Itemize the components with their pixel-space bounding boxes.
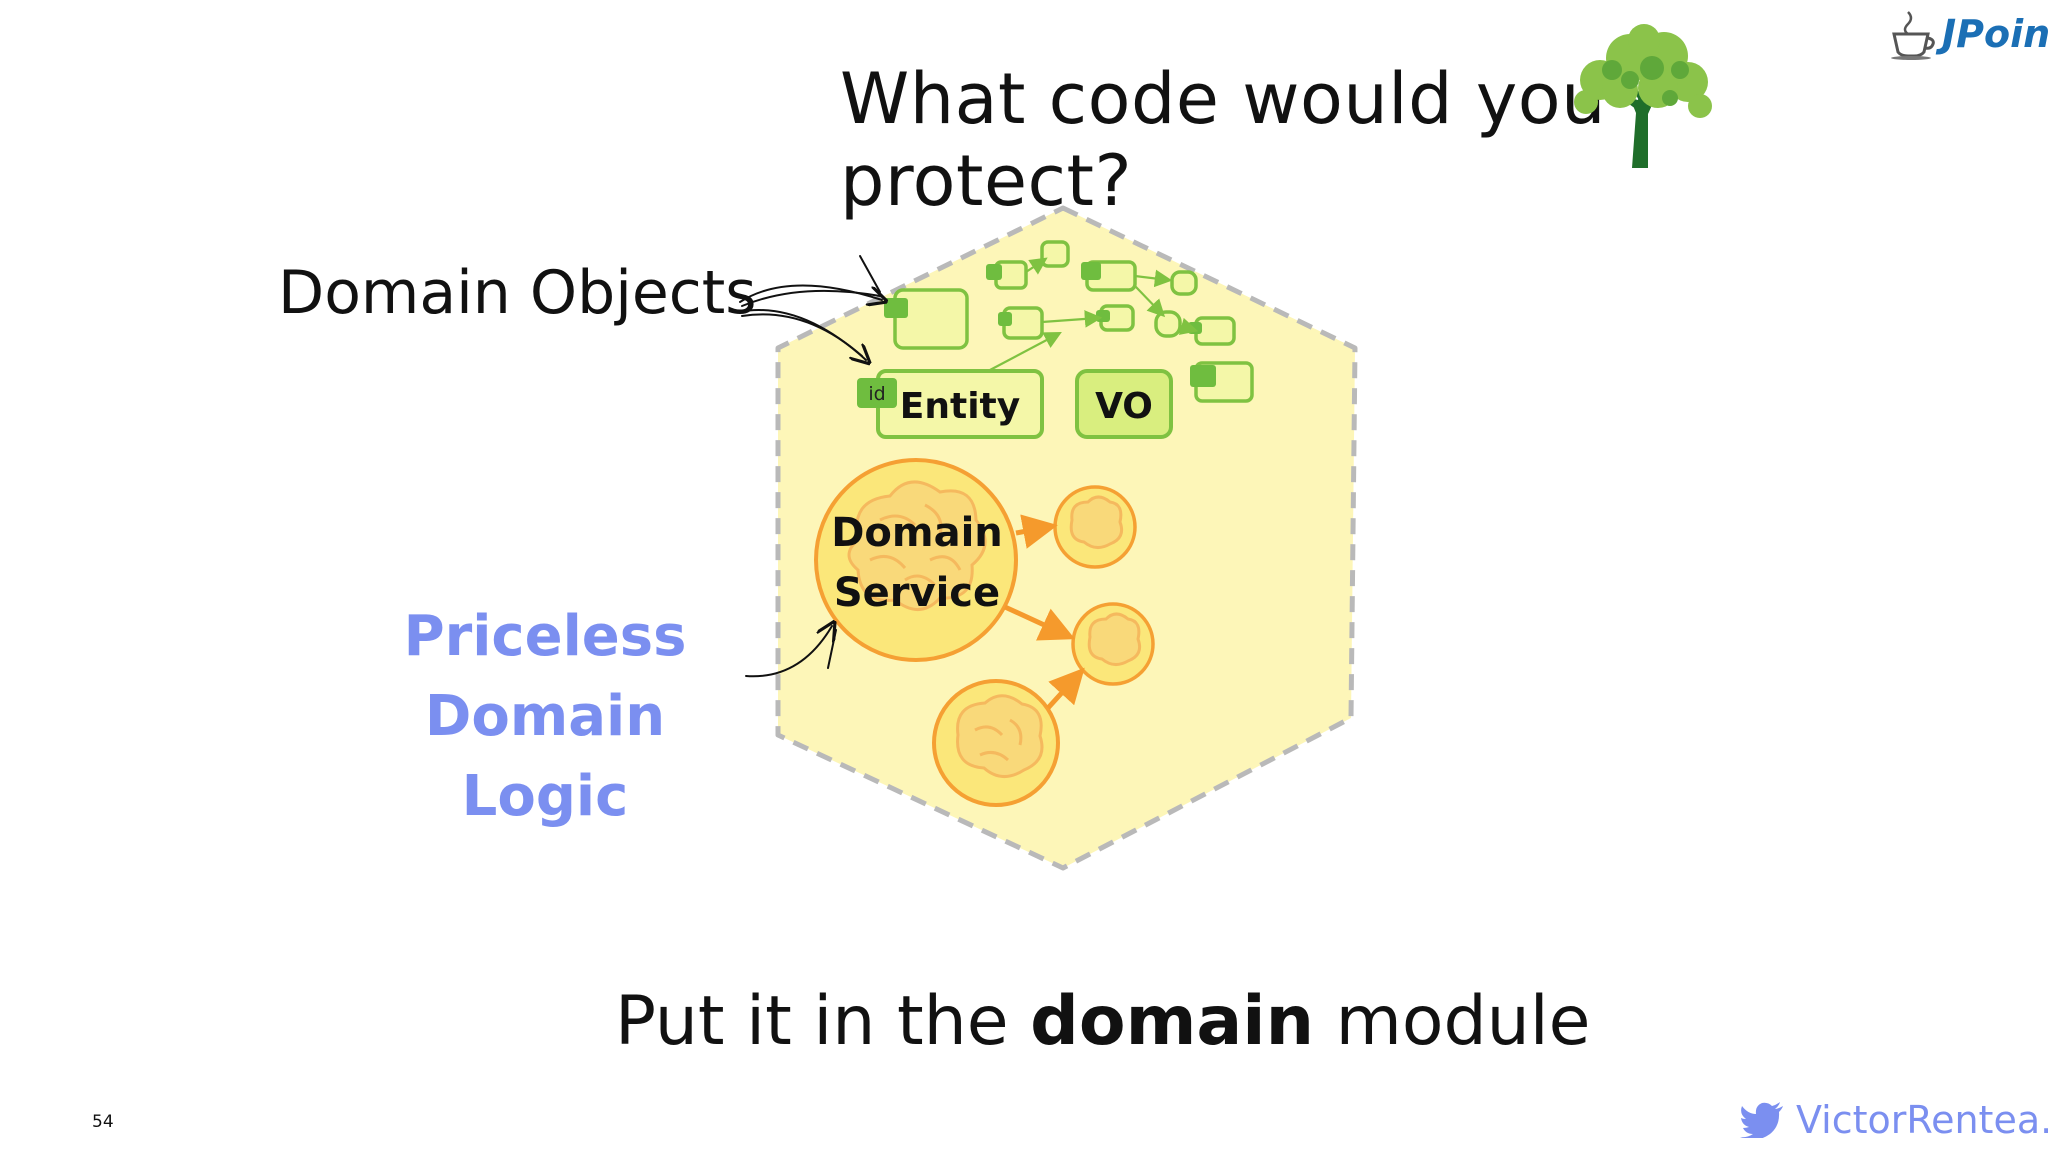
footer-handle[interactable]: VictorRentea.ro [1740,1098,2048,1142]
sketch-arrows [737,255,882,678]
entity-id-badge [857,378,897,408]
tree-icon [1574,24,1712,168]
service-label-line2: Service [834,570,1000,616]
priceless-line1: Priceless [403,604,687,669]
footer-handle-text[interactable]: VictorRentea.ro [1796,1098,2048,1142]
vo-label: VO [1095,386,1153,427]
slide-title: What code would you protect? [0,58,2048,222]
coffee-cup-icon [1891,11,1935,60]
priceless-domain-logic-label: Priceless Domain Logic [350,597,740,837]
bottom-emphasis: domain [1030,982,1315,1061]
domain-objects-label: Domain Objects [278,258,757,328]
domain-object-badges [884,262,1216,387]
service-dependency-arrows [1003,514,1085,710]
bottom-after: module [1314,982,1591,1061]
twitter-bird-icon [1740,1102,1783,1138]
brain-icon [847,480,1142,778]
slide-number: 54 [92,1112,114,1132]
vo-box [1075,369,1173,439]
brand-name: JPoint [1942,12,2048,56]
brand-logo: JPoint [1888,8,2048,60]
domain-hexagon-diagram: id Entity VO Domain Service [737,205,1358,871]
priceless-line2: Domain Logic [424,684,666,829]
domain-object-links [989,257,1199,371]
domain-object-boxes [893,240,1254,403]
bottom-statement: Put it in the domain module [615,982,1590,1061]
slide-title-text: What code would you protect? [840,58,1606,222]
entity-label: Entity [900,386,1020,427]
service-label-line1: Domain [831,510,1003,556]
bottom-before: Put it in the [615,982,1031,1061]
entity-id-text: id [868,383,885,405]
